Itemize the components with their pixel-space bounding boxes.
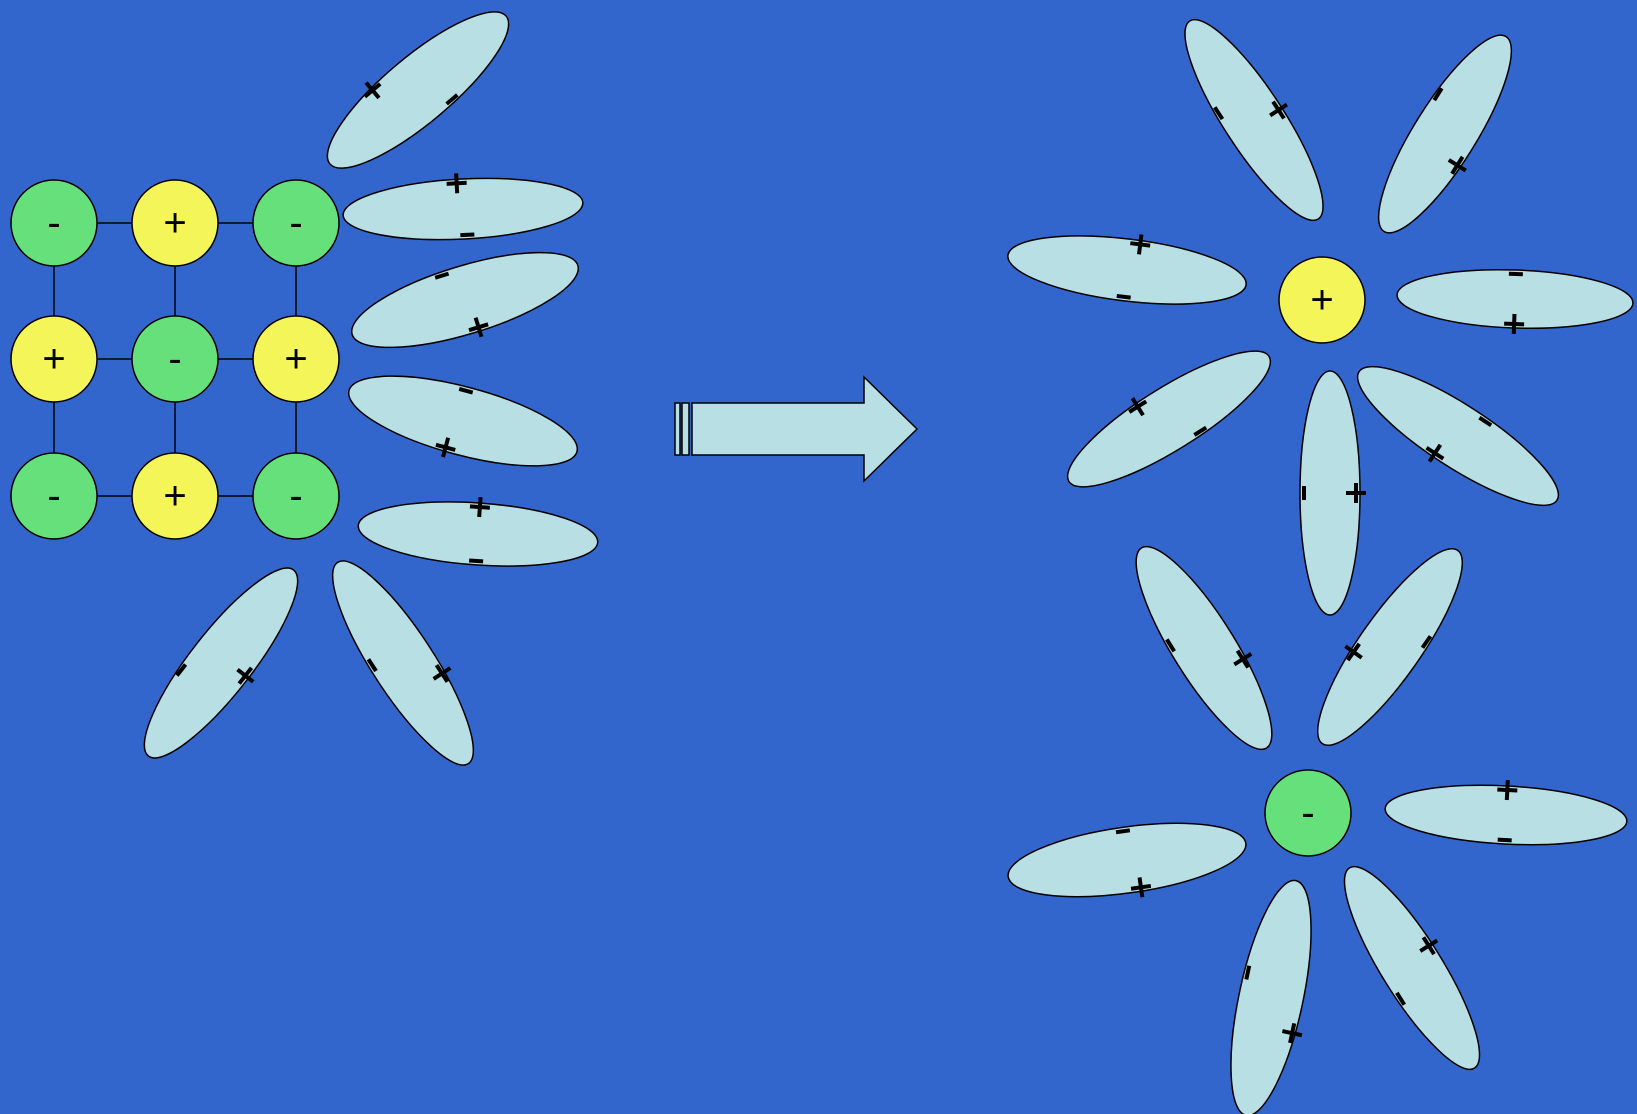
positive-ion: +	[131, 179, 219, 267]
negative-ion: -	[252, 179, 340, 267]
ion-charge-label: -	[47, 201, 60, 245]
ion-charge-label: +	[284, 337, 307, 381]
negative-pole-mark	[1115, 828, 1131, 835]
positive-pole-mark	[1128, 397, 1148, 417]
water-molecule	[1135, 545, 1273, 751]
negative-pole-mark	[1395, 991, 1406, 1006]
negative-ion: -	[10, 179, 98, 267]
ion-charge-label: -	[47, 474, 60, 518]
water-molecule	[357, 496, 599, 567]
water-molecule	[1343, 865, 1481, 1071]
water-molecule	[1396, 268, 1634, 335]
positive-pole-mark	[1447, 155, 1467, 175]
positive-pole-mark	[1425, 443, 1445, 463]
right-arrow-icon	[674, 375, 919, 483]
negative-pole-mark	[1213, 106, 1225, 121]
water-molecule	[350, 251, 580, 349]
positive-pole-mark	[432, 663, 452, 683]
ion-charge-label: -	[1301, 791, 1314, 835]
water-molecule	[1356, 365, 1560, 507]
water-molecule	[1066, 350, 1272, 488]
negative-pole-mark	[1193, 425, 1208, 437]
lattice-bonds	[53, 222, 297, 497]
negative-pole-mark	[445, 93, 459, 106]
positive-pole-mark	[1497, 779, 1518, 801]
positive-pole-mark	[468, 317, 489, 338]
water-molecule	[1007, 234, 1247, 305]
negative-pole-mark	[1432, 87, 1444, 102]
negative-pole-mark	[468, 558, 484, 564]
ion-charge-label: +	[163, 201, 186, 245]
positive-pole-mark	[469, 496, 490, 518]
negative-pole-mark	[1244, 965, 1252, 980]
ionic-lattice: - + - + - + - + -	[10, 179, 340, 540]
positive-pole-mark	[446, 173, 467, 194]
water-molecule	[1230, 879, 1312, 1114]
negative-pole-mark	[1116, 293, 1131, 300]
positive-pole-mark	[363, 81, 382, 100]
hydrated-negative-ion: -	[1264, 769, 1352, 857]
water-molecule	[1184, 18, 1324, 222]
negative-pole-mark	[434, 271, 450, 280]
hydrated-positive-ion: +	[1278, 256, 1366, 344]
positive-pole-mark	[1344, 642, 1363, 662]
positive-pole-mark	[435, 437, 456, 458]
positive-pole-mark	[1130, 234, 1151, 255]
negative-pole-mark	[366, 658, 378, 673]
water-molecule	[1299, 370, 1366, 616]
negative-pole-mark	[458, 386, 474, 395]
positive-ion: +	[131, 452, 219, 540]
positive-pole-mark	[236, 666, 255, 685]
negative-pole-mark	[460, 232, 475, 238]
negative-pole-mark	[1420, 635, 1433, 649]
water-molecule	[1316, 547, 1464, 747]
water-molecule	[347, 375, 579, 467]
water-molecule	[1384, 779, 1628, 846]
ion-charge-label: -	[289, 201, 302, 245]
hydrated-ions: +-	[1264, 256, 1366, 857]
ion-charge-label: +	[1310, 278, 1333, 322]
negative-pole-mark	[175, 663, 188, 677]
positive-pole-mark	[1346, 483, 1366, 503]
ion-charge-label: +	[42, 337, 65, 381]
positive-pole-mark	[1233, 649, 1253, 669]
water-molecule	[331, 560, 475, 766]
water-molecule	[1377, 34, 1513, 234]
ion-charge-label: +	[163, 474, 186, 518]
positive-pole-mark	[1281, 1022, 1303, 1044]
water-molecule	[1007, 822, 1247, 898]
positive-pole-mark	[1130, 877, 1152, 898]
ion-charge-label: -	[168, 337, 181, 381]
negative-ion: -	[131, 315, 219, 403]
positive-ion: +	[10, 315, 98, 403]
positive-pole-mark	[1504, 313, 1525, 335]
positive-pole-mark	[1419, 936, 1439, 956]
negative-ion: -	[252, 452, 340, 540]
water-molecule	[342, 173, 584, 241]
water-molecules	[143, 11, 1634, 1114]
ion-charge-label: -	[289, 474, 302, 518]
positive-ion: +	[252, 315, 340, 403]
negative-pole-mark	[1497, 837, 1512, 843]
water-molecule	[326, 11, 510, 169]
positive-pole-mark	[1269, 100, 1289, 120]
negative-ion: -	[10, 452, 98, 540]
negative-pole-mark	[1478, 416, 1493, 428]
negative-pole-mark	[1165, 638, 1176, 653]
water-molecule	[143, 567, 299, 759]
